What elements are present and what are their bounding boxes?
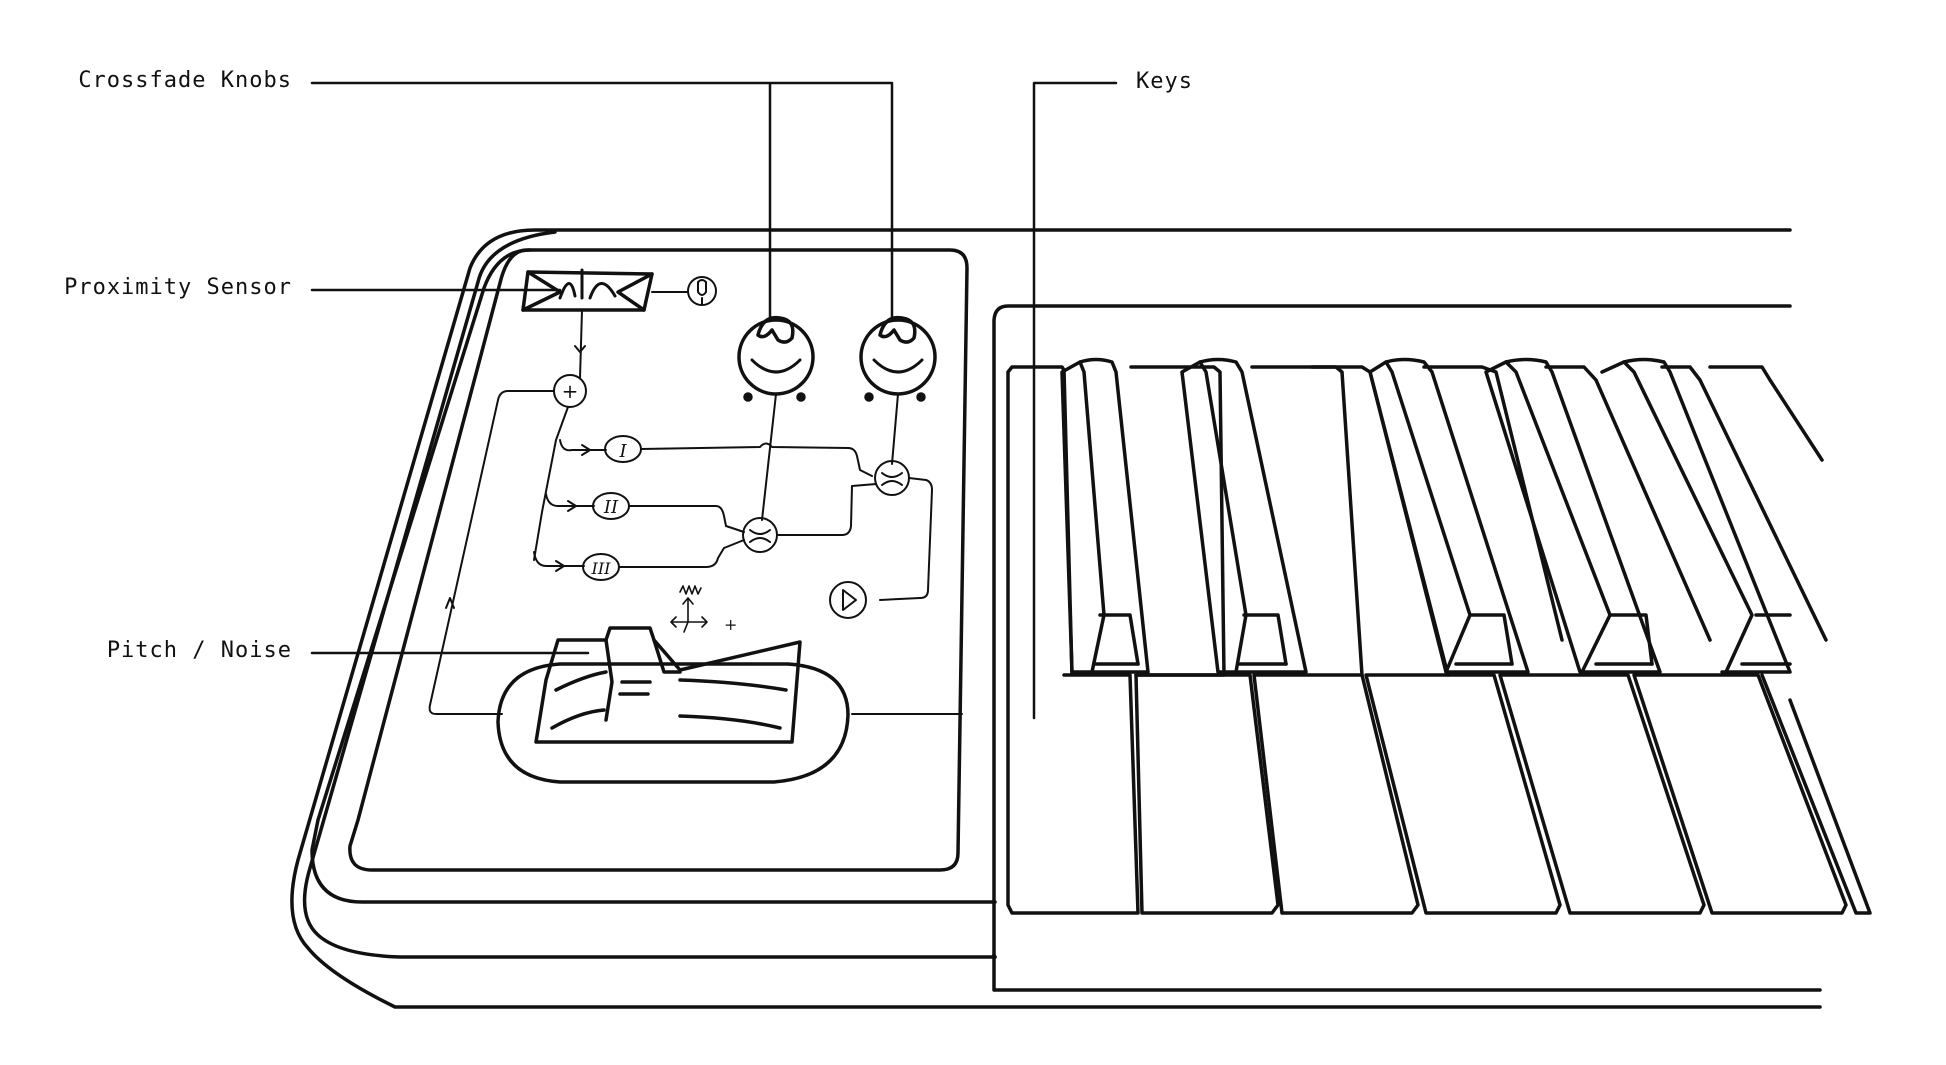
noise-wave-icon: +: [671, 586, 737, 634]
oscillator-1: I: [605, 436, 641, 462]
pitch-noise-slider[interactable]: [498, 628, 848, 782]
svg-text:III: III: [591, 559, 612, 578]
black-key: [1062, 360, 1148, 673]
white-key-top: [1252, 367, 1362, 675]
case-outer-shell: [292, 230, 1820, 1007]
svg-text:I: I: [618, 441, 627, 462]
keyboard-deck-edge: [994, 306, 1790, 990]
crossfade-node-1: [743, 518, 777, 552]
oscillator-3: III: [583, 554, 619, 580]
white-key: [1008, 367, 1138, 913]
black-key: [1602, 360, 1790, 673]
callout-crossfade-knobs: Crossfade Knobs: [78, 70, 292, 92]
control-panel-outline: [350, 250, 967, 870]
white-key: [1762, 675, 1870, 913]
panel-bezel: [312, 250, 995, 902]
speaker-icon: [830, 582, 866, 618]
oscillator-2: II: [593, 493, 629, 519]
keyboard-keys: [1008, 360, 1870, 914]
crossfade-knob-1[interactable]: [739, 318, 813, 400]
mixer-node: +: [554, 375, 586, 407]
keyboard-side: [994, 955, 995, 957]
crossfade-node-2: [875, 461, 909, 495]
callout-proximity-sensor: Proximity Sensor: [64, 277, 292, 299]
callout-pitch-noise: Pitch / Noise: [107, 640, 292, 662]
svg-text:II: II: [603, 497, 619, 518]
control-panel: [350, 250, 967, 870]
svg-text:+: +: [562, 379, 579, 403]
callout-keys: Keys: [1136, 71, 1193, 93]
svg-text:+: +: [724, 615, 737, 634]
case-rim: [305, 232, 995, 957]
microphone-icon: [688, 277, 716, 305]
keyboard-frame: [994, 306, 1790, 990]
white-key: [1254, 675, 1418, 913]
synth-case: [292, 230, 1820, 1007]
white-key: [1366, 675, 1560, 913]
black-key: [1182, 360, 1306, 673]
crossfade-knob-2[interactable]: [861, 318, 935, 400]
white-key-top: [1710, 367, 1822, 460]
